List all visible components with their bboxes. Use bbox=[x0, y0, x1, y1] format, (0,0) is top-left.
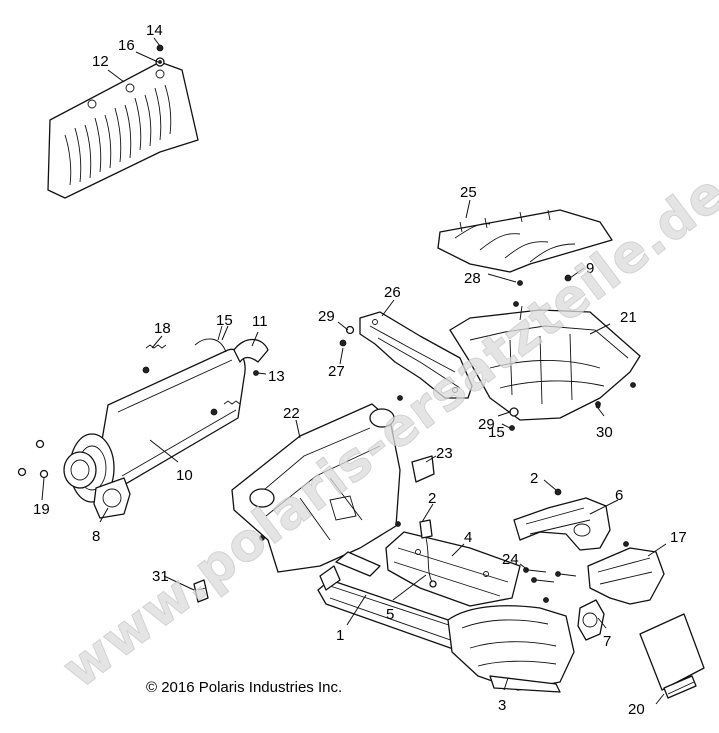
heat-shield-12 bbox=[47, 61, 199, 199]
leader-lines bbox=[41, 37, 667, 705]
bolt-lower-24 bbox=[543, 597, 549, 603]
callout-30: 30 bbox=[596, 424, 613, 441]
heat-shield-25 bbox=[437, 209, 613, 273]
heat-shield-17 bbox=[587, 541, 665, 605]
callout-15a: 15 bbox=[216, 312, 233, 329]
washer-29-lower bbox=[509, 407, 519, 417]
callout-19: 19 bbox=[33, 501, 50, 518]
muffler-10 bbox=[63, 325, 246, 503]
callout-23: 23 bbox=[436, 445, 453, 462]
callout-24: 24 bbox=[502, 551, 519, 568]
callout-3: 3 bbox=[498, 697, 506, 714]
callout-10: 10 bbox=[176, 467, 193, 484]
callout-16: 16 bbox=[118, 37, 135, 54]
fastener-30 bbox=[595, 403, 601, 409]
callout-5: 5 bbox=[386, 606, 394, 623]
callout-21: 21 bbox=[620, 309, 637, 326]
callout-26: 26 bbox=[384, 284, 401, 301]
callout-15b: 15 bbox=[488, 424, 505, 441]
gasket-7 bbox=[577, 599, 605, 641]
screw-lower-26 bbox=[397, 395, 403, 401]
callout-7: 7 bbox=[603, 633, 611, 650]
copyright-notice: © 2016 Polaris Industries Inc. bbox=[146, 679, 342, 696]
heat-shield-4 bbox=[385, 531, 521, 607]
heat-shield-22 bbox=[231, 403, 401, 573]
fastener-14 bbox=[156, 44, 164, 52]
screw-9 bbox=[564, 274, 572, 282]
callout-27: 27 bbox=[328, 363, 345, 380]
callout-1: 1 bbox=[336, 627, 344, 644]
clamp-11 bbox=[233, 338, 269, 363]
screw-27 bbox=[339, 339, 347, 347]
spring-18 bbox=[145, 344, 167, 349]
callout-14: 14 bbox=[146, 22, 163, 39]
callout-28: 28 bbox=[464, 270, 481, 287]
callout-4: 4 bbox=[464, 529, 472, 546]
head-pipe-1 bbox=[317, 551, 471, 651]
callout-17: 17 bbox=[670, 529, 687, 546]
callout-29a: 29 bbox=[318, 308, 335, 325]
callout-20: 20 bbox=[628, 701, 645, 718]
callout-25: 25 bbox=[460, 184, 477, 201]
callout-29b: 29 bbox=[478, 416, 495, 433]
nut-29-upper bbox=[345, 325, 355, 335]
bracket-23 bbox=[411, 455, 435, 483]
spring-lower bbox=[223, 400, 241, 405]
callout-13: 13 bbox=[268, 368, 285, 385]
nut-19 bbox=[17, 439, 49, 479]
callout-2a: 2 bbox=[428, 490, 436, 507]
o2-sensor-5 bbox=[419, 519, 437, 588]
screw-2-upper bbox=[554, 488, 562, 496]
callout-12: 12 bbox=[92, 53, 109, 70]
gasket-8 bbox=[93, 477, 131, 519]
screw-28 bbox=[517, 280, 523, 286]
bolts-24 bbox=[523, 567, 577, 583]
heat-shield-6 bbox=[513, 497, 611, 551]
sensor-2-mid bbox=[395, 521, 401, 527]
callout-31: 31 bbox=[152, 568, 169, 585]
callout-11: 11 bbox=[252, 313, 268, 330]
callout-2b: 2 bbox=[530, 470, 538, 487]
heat-shield-26 bbox=[359, 311, 473, 399]
callout-18: 18 bbox=[154, 320, 171, 337]
callout-22: 22 bbox=[283, 405, 300, 422]
screw-15-lower bbox=[509, 425, 515, 431]
callout-9: 9 bbox=[586, 260, 594, 277]
catalyst-3 bbox=[447, 605, 575, 693]
plate-20 bbox=[639, 613, 705, 699]
washer-16 bbox=[155, 57, 165, 67]
callout-6: 6 bbox=[615, 487, 623, 504]
screw-13 bbox=[253, 370, 259, 376]
callout-labels: 1 2 2 3 4 5 6 7 8 9 10 11 12 13 14 15 15… bbox=[33, 22, 687, 718]
callout-8: 8 bbox=[92, 528, 100, 545]
clip-31 bbox=[193, 579, 209, 603]
